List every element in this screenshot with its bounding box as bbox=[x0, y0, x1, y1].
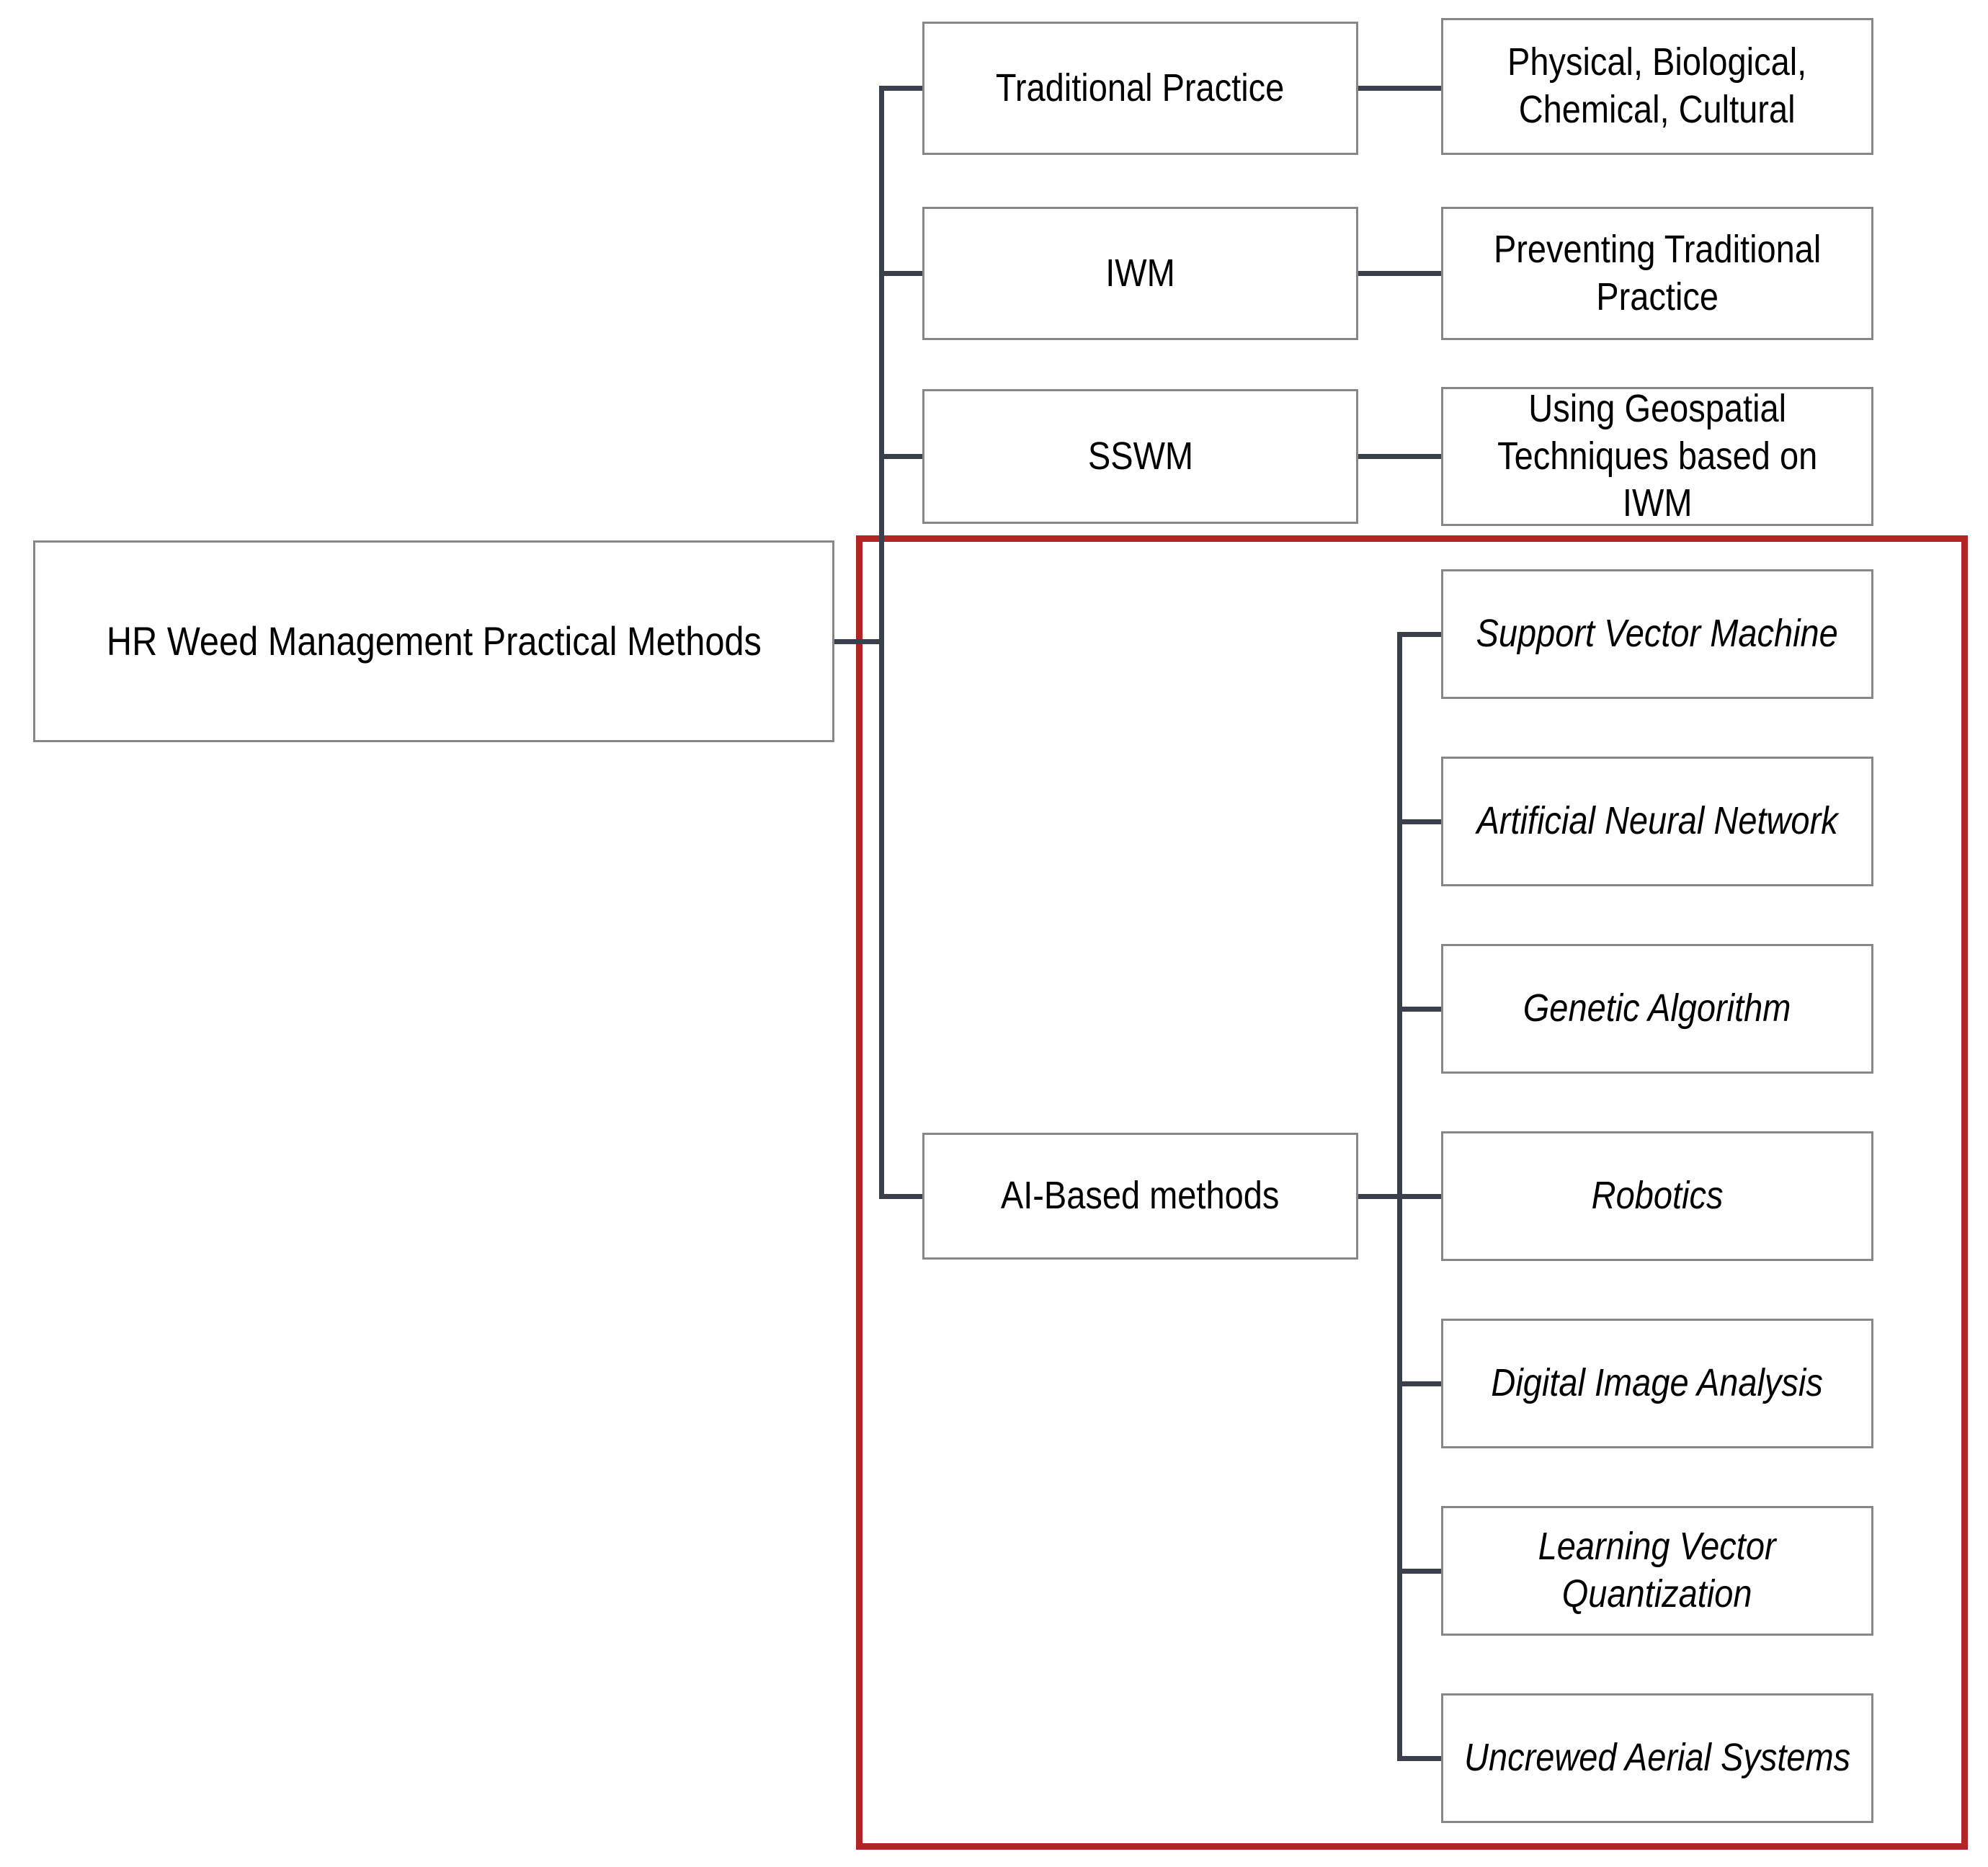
node-learning-vector-quantization-label: Learning Vector Quantization bbox=[1538, 1525, 1776, 1616]
node-iwm: IWM bbox=[922, 207, 1358, 340]
node-traditional-practice-detail-label: Physical, Biological, Chemical, Cultural bbox=[1507, 40, 1807, 131]
node-digital-image-analysis: Digital Image Analysis bbox=[1441, 1319, 1873, 1448]
node-sswm: SSWM bbox=[922, 389, 1358, 524]
connector-ai-stub bbox=[879, 1194, 922, 1199]
connector-sswm-stub bbox=[879, 454, 922, 459]
node-iwm-detail-label: Preventing Traditional Practice bbox=[1493, 227, 1822, 318]
node-ai-based-methods: AI-Based methods bbox=[922, 1133, 1358, 1260]
connector-ga-stub bbox=[1397, 1007, 1441, 1012]
node-iwm-detail: Preventing Traditional Practice bbox=[1441, 207, 1873, 340]
node-ai-based-methods-label: AI-Based methods bbox=[1001, 1174, 1280, 1218]
node-artificial-neural-network: Artificial Neural Network bbox=[1441, 757, 1873, 886]
connector-traditional-stub bbox=[879, 86, 922, 91]
node-robotics-label: Robotics bbox=[1591, 1174, 1724, 1218]
node-sswm-label: SSWM bbox=[1087, 434, 1193, 478]
node-artificial-neural-network-label: Artificial Neural Network bbox=[1476, 799, 1838, 843]
connector-trunk-ai bbox=[1397, 632, 1402, 1761]
connector-sswm-row bbox=[1358, 454, 1441, 459]
node-genetic-algorithm: Genetic Algorithm bbox=[1441, 944, 1873, 1074]
connector-ann-stub bbox=[1397, 819, 1441, 824]
connector-lvq-stub bbox=[1397, 1569, 1441, 1574]
node-iwm-label: IWM bbox=[1105, 251, 1175, 295]
node-digital-image-analysis-label: Digital Image Analysis bbox=[1491, 1361, 1824, 1405]
node-root: HR Weed Management Practical Methods bbox=[33, 540, 834, 742]
node-root-label: HR Weed Management Practical Methods bbox=[106, 618, 762, 664]
node-sswm-detail: Using Geospatial Techniques based on IWM bbox=[1441, 387, 1873, 526]
node-traditional-practice: Traditional Practice bbox=[922, 22, 1358, 155]
node-traditional-practice-label: Traditional Practice bbox=[996, 66, 1285, 110]
node-learning-vector-quantization: Learning Vector Quantization bbox=[1441, 1506, 1873, 1636]
connector-dia-stub bbox=[1397, 1381, 1441, 1386]
node-support-vector-machine: Support Vector Machine bbox=[1441, 569, 1873, 699]
node-sswm-detail-label: Using Geospatial Techniques based on IWM bbox=[1497, 386, 1818, 525]
node-traditional-practice-detail: Physical, Biological, Chemical, Cultural bbox=[1441, 18, 1873, 155]
connector-iwm-row bbox=[1358, 271, 1441, 276]
node-genetic-algorithm-label: Genetic Algorithm bbox=[1523, 986, 1791, 1030]
connector-root-stub bbox=[834, 639, 882, 644]
connector-svm-stub bbox=[1397, 632, 1441, 637]
connector-uas-stub bbox=[1397, 1756, 1441, 1761]
connector-traditional-row bbox=[1358, 86, 1441, 91]
node-uncrewed-aerial-systems: Uncrewed Aerial Systems bbox=[1441, 1693, 1873, 1823]
connector-iwm-stub bbox=[879, 271, 922, 276]
node-robotics: Robotics bbox=[1441, 1131, 1873, 1261]
node-uncrewed-aerial-systems-label: Uncrewed Aerial Systems bbox=[1463, 1736, 1851, 1780]
node-support-vector-machine-label: Support Vector Machine bbox=[1476, 612, 1839, 656]
